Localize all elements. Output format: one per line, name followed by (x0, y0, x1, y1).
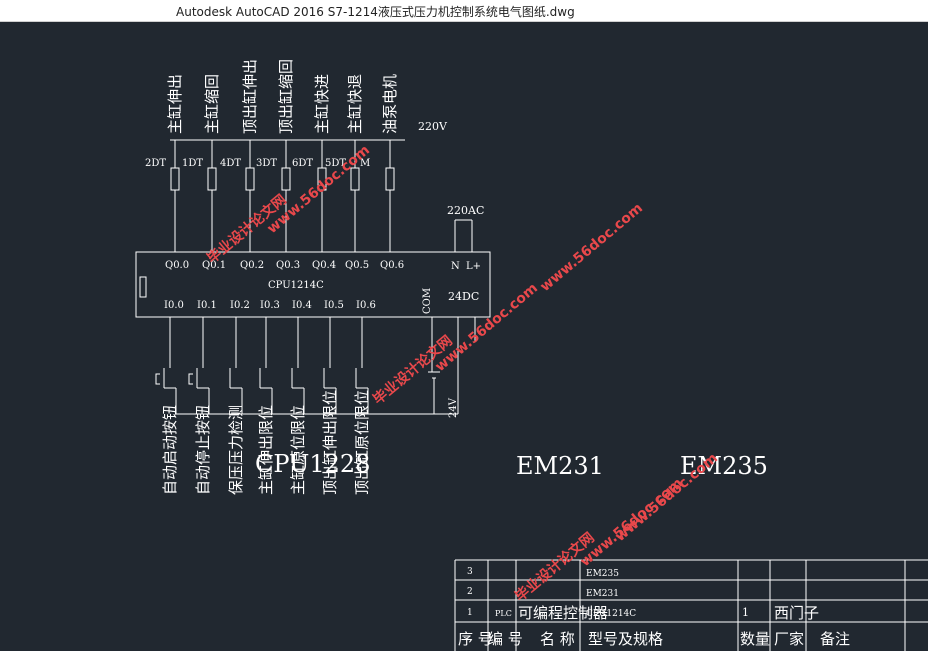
supply-220ac-label: 220AC (447, 204, 484, 217)
watermark-site-5: www.56doc.com (577, 475, 686, 570)
coil-1[interactable] (170, 167, 180, 191)
coil-tag-6: 5DT (325, 158, 346, 169)
input-terminal-2: I0.1 (197, 300, 217, 311)
output-function-6: 主缸快退 (346, 74, 364, 134)
plc-module[interactable] (135, 251, 491, 318)
input-terminal-7: I0.6 (356, 300, 376, 311)
bom-header-remark: 备注 (820, 630, 850, 648)
bom-row3-no: 3 (467, 567, 473, 577)
coil-4[interactable] (281, 167, 291, 191)
output-function-3: 顶出缸伸出 (241, 59, 259, 134)
input-function-1: 自动启动按钮 (161, 405, 179, 495)
output-function-4: 顶出缸缩回 (277, 59, 295, 134)
output-terminal-5: Q0.4 (312, 260, 336, 271)
supply-24dc-label: 24DC (448, 290, 479, 303)
output-terminal-3: Q0.2 (240, 260, 264, 271)
input-function-2: 自动停止按钮 (194, 405, 212, 495)
bom-table-grid (454, 559, 928, 651)
bom-row1-qty: 1 (742, 606, 749, 619)
coil-tag-4: 3DT (256, 158, 277, 169)
coil-tag-5: 6DT (292, 158, 313, 169)
module-em231-label: EM231 (516, 452, 604, 480)
output-function-1: 主缸伸出 (166, 74, 184, 134)
bom-row1-maker: 西门子 (774, 604, 819, 622)
module-em235-label: EM235 (680, 452, 768, 480)
coil-tag-3: 4DT (220, 158, 241, 169)
coil-tag-7: M (360, 158, 370, 169)
output-terminal-2: Q0.1 (202, 260, 226, 271)
output-function-5: 主缸快进 (313, 74, 331, 134)
output-terminal-6: Q0.5 (345, 260, 369, 271)
output-terminal-1: Q0.0 (165, 260, 189, 271)
bom-header-no: 序 号 (458, 630, 493, 648)
output-terminal-4: Q0.3 (276, 260, 300, 271)
drawing-canvas[interactable]: 2DT Q0.0 主缸伸出 1DT Q0.1 主缸缩回 4DT Q0.2 顶出缸伸出 3DT Q0.… (0, 22, 928, 651)
bom-header-name: 名 称 (540, 630, 575, 648)
output-terminal-7: Q0.6 (380, 260, 404, 271)
bom-row1-no: 1 (467, 608, 473, 618)
input-terminal-6: I0.5 (324, 300, 344, 311)
output-function-2: 主缸缩回 (203, 74, 221, 134)
terminal-n-label: N (451, 261, 460, 272)
bom-header-code: 编 号 (488, 630, 523, 648)
com-label: COM (422, 288, 433, 314)
bom-row2-no: 2 (467, 587, 473, 597)
pushbutton-2[interactable] (188, 373, 193, 385)
coil-tag-1: 2DT (145, 158, 166, 169)
bom-row1-model: CPU1214C (586, 609, 636, 619)
coil-7[interactable] (385, 167, 395, 191)
watermark-site-3: www.56doc.com (537, 200, 646, 295)
input-function-5: 主缸原位限位 (289, 405, 307, 495)
coil-3[interactable] (245, 167, 255, 191)
input-function-7: 顶出缸原位限位 (353, 390, 371, 495)
module-cpu-label: CPU1228 (255, 450, 370, 478)
plc-status-indicator (139, 276, 147, 298)
battery-24v-label: 24V (448, 397, 459, 418)
bom-row1-code: PLC (495, 609, 512, 618)
bom-row1-name: 可编程控制器 (518, 604, 608, 622)
input-function-4: 主缸伸出限位 (257, 405, 275, 495)
output-function-7: 油泵电机 (381, 74, 399, 134)
input-terminal-3: I0.2 (230, 300, 250, 311)
bom-header-model: 型号及规格 (588, 630, 663, 648)
input-function-6: 顶出缸伸出限位 (321, 390, 339, 495)
bom-row3-model: EM235 (586, 569, 619, 579)
plc-model-label: CPU1214C (268, 280, 324, 291)
window-title: Autodesk AutoCAD 2016 S7-1214液压式压力机控制系统电… (176, 5, 575, 19)
input-terminal-4: I0.3 (260, 300, 280, 311)
coil-2[interactable] (207, 167, 217, 191)
supply-220v-label: 220V (418, 120, 448, 133)
title-bar: Autodesk AutoCAD 2016 S7-1214液压式压力机控制系统电… (0, 0, 928, 22)
bom-header-qty: 数量 (740, 630, 770, 648)
coil-tag-2: 1DT (182, 158, 203, 169)
input-function-3: 保压压力检测 (227, 405, 245, 495)
terminal-l-label: L+ (466, 261, 481, 272)
bom-header-maker: 厂家 (774, 630, 804, 648)
input-terminal-5: I0.4 (292, 300, 312, 311)
input-terminal-1: I0.0 (164, 300, 184, 311)
bom-row2-model: EM231 (586, 589, 619, 599)
pushbutton-1[interactable] (155, 373, 160, 385)
